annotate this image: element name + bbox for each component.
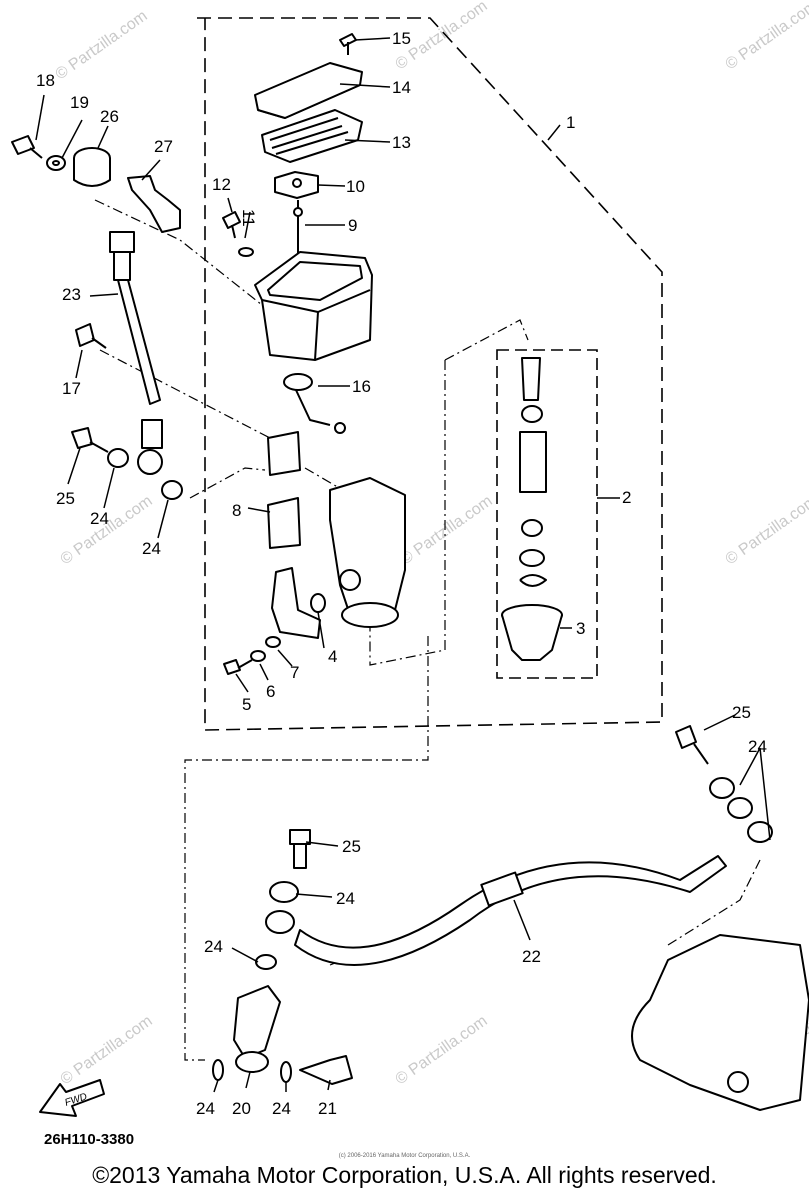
watermark: © Partzilla.com xyxy=(398,493,496,569)
callout-10: 10 xyxy=(346,177,365,196)
callout-24: 24 xyxy=(142,539,161,558)
callout-1: 1 xyxy=(566,113,575,132)
washer-6 xyxy=(250,650,266,662)
callout-9: 9 xyxy=(348,216,357,235)
callout-3: 3 xyxy=(576,619,585,638)
watermark: © Partzilla.com xyxy=(723,0,809,73)
washer-19 xyxy=(46,155,66,171)
callout-26: 26 xyxy=(100,107,119,126)
callout-24: 24 xyxy=(90,509,109,528)
callout-12: 12 xyxy=(212,175,231,194)
hose-22 xyxy=(294,855,727,966)
callout-24: 24 xyxy=(204,937,223,956)
callout-4: 4 xyxy=(328,647,337,666)
connection-lines xyxy=(94,199,761,1061)
callout-23: 23 xyxy=(62,285,81,304)
fitting xyxy=(271,567,321,639)
clip-27 xyxy=(127,175,181,233)
boot-8 xyxy=(267,431,301,549)
callout-18: 18 xyxy=(36,71,55,90)
callout-19: 19 xyxy=(70,93,89,112)
diagram-code: 26H110-3380 xyxy=(44,1131,135,1148)
screw-12 xyxy=(222,211,241,239)
callout-25: 25 xyxy=(342,837,361,856)
callout-16: 16 xyxy=(352,377,371,396)
bolt-18 xyxy=(11,135,43,159)
kit-outline-2 xyxy=(496,349,598,679)
hose-23 xyxy=(109,231,163,475)
callout-17: 17 xyxy=(62,379,81,398)
gasket-24-right xyxy=(709,777,773,843)
watermark: © Partzilla.com xyxy=(723,493,809,569)
rod-9 xyxy=(293,200,303,260)
callout-24: 24 xyxy=(748,737,767,756)
reservoir-body xyxy=(254,251,373,361)
callout-20: 20 xyxy=(232,1099,251,1118)
master-cylinder xyxy=(329,477,406,628)
callout-15: 15 xyxy=(392,29,411,48)
watermark: © Partzilla.com xyxy=(393,1013,491,1089)
bolt-17 xyxy=(75,323,107,349)
callout-5: 5 xyxy=(242,695,251,714)
caliper xyxy=(631,934,809,1111)
gasket-24 xyxy=(107,448,183,500)
callout-22: 22 xyxy=(522,947,541,966)
bolt-21 xyxy=(299,1055,353,1085)
callout-11: 11 xyxy=(239,209,258,227)
screw-15 xyxy=(339,33,357,55)
o-ring-4 xyxy=(310,593,326,613)
callout-24: 24 xyxy=(336,889,355,908)
diaphragm-13 xyxy=(261,109,363,163)
float-10 xyxy=(274,171,319,199)
union-bolt-25-right xyxy=(675,725,709,765)
watermark: © Partzilla.com xyxy=(58,1013,156,1089)
callout-25: 25 xyxy=(56,489,75,508)
watermark: © Partzilla.com xyxy=(53,8,151,84)
callout-24: 24 xyxy=(272,1099,291,1118)
fitting-20 xyxy=(233,985,281,1073)
fwd-arrow-icon xyxy=(39,1079,105,1117)
washer-11 xyxy=(238,247,254,257)
callout-25: 25 xyxy=(732,703,751,722)
gasket-24-lower xyxy=(255,881,299,970)
callout-6: 6 xyxy=(266,682,275,701)
leader-lines xyxy=(35,37,771,1093)
part-drawings xyxy=(11,33,809,1117)
copyright-notice: ©2013 Yamaha Motor Corporation, U.S.A. A… xyxy=(92,1162,717,1188)
assembly-outline-1 xyxy=(197,17,663,731)
callout-24: 24 xyxy=(196,1099,215,1118)
callout-21: 21 xyxy=(318,1099,337,1118)
washer-7 xyxy=(265,636,281,648)
reservoir-cap-14 xyxy=(254,62,363,119)
callout-8: 8 xyxy=(232,501,241,520)
callout-13: 13 xyxy=(392,133,411,152)
grommet-26 xyxy=(73,147,111,187)
union-bolt-25 xyxy=(71,427,109,453)
callout-2: 2 xyxy=(622,488,631,507)
piston-kit-2 xyxy=(519,357,547,587)
sensor-16 xyxy=(283,373,346,434)
callout-7: 7 xyxy=(290,663,299,682)
small-copyright: (c) 2006-2016 Yamaha Motor Corporation, … xyxy=(338,1153,471,1159)
bolt-5 xyxy=(223,659,253,675)
callout-27: 27 xyxy=(154,137,173,156)
boot-3 xyxy=(501,604,563,661)
union-bolt-25-lower xyxy=(289,829,311,869)
callouts: 1 2 3 4 5 6 7 8 9 10 11 12 13 14 15 16 1… xyxy=(36,29,767,1118)
gasket-24-bottom xyxy=(212,1059,292,1083)
callout-14: 14 xyxy=(392,78,411,97)
